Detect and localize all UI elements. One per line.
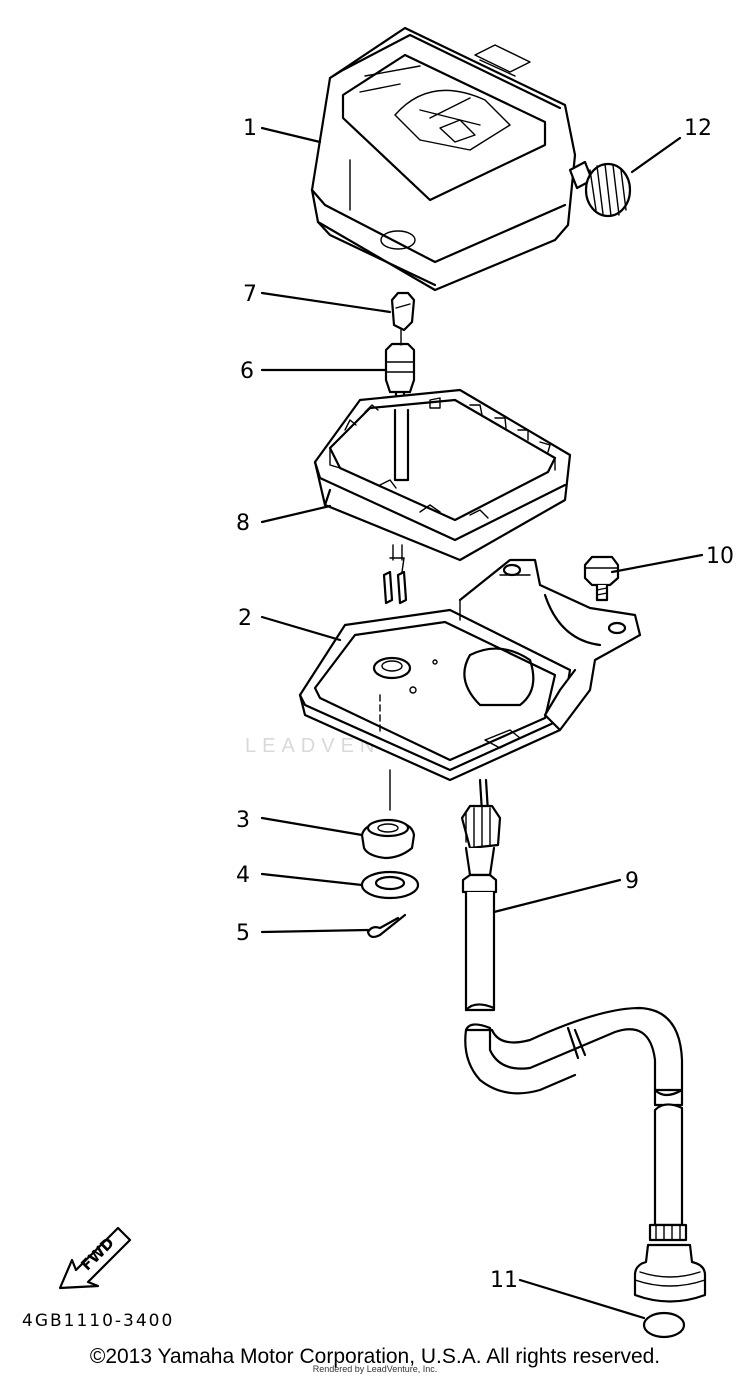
callout-7: 7 xyxy=(243,282,257,307)
bulb-part xyxy=(390,291,416,332)
callout-12: 12 xyxy=(684,116,712,141)
speedometer-cable-part xyxy=(460,778,707,1303)
callout-8: 8 xyxy=(236,511,250,536)
callout-2: 2 xyxy=(238,606,252,631)
callout-4: 4 xyxy=(236,863,250,888)
clip-part xyxy=(366,913,407,939)
meter-assembly-part xyxy=(310,26,577,292)
fwd-arrow: FWD xyxy=(58,1226,132,1290)
cushion-part xyxy=(313,388,572,562)
grommet-part xyxy=(360,818,416,860)
o-ring-part xyxy=(642,1311,686,1339)
callout-5: 5 xyxy=(236,921,250,946)
rendered-by-note: Rendered by LeadVenture, Inc. xyxy=(312,1364,438,1374)
callout-6: 6 xyxy=(240,359,254,384)
leader-lines xyxy=(260,126,704,1320)
callout-3: 3 xyxy=(236,808,250,833)
callout-11: 11 xyxy=(490,1268,518,1293)
reset-knob-part xyxy=(568,160,632,218)
bulb-wires-part xyxy=(382,544,408,605)
part-code: 4GB1110-3400 xyxy=(22,1311,174,1331)
copyright-notice: ©2013 Yamaha Motor Corporation, U.S.A. A… xyxy=(89,1345,661,1368)
callout-10: 10 xyxy=(706,544,734,569)
screw-part xyxy=(583,555,620,602)
washer-part xyxy=(360,870,420,900)
meter-bracket-part xyxy=(298,558,642,782)
callout-9: 9 xyxy=(625,869,639,894)
callout-1: 1 xyxy=(243,116,257,141)
